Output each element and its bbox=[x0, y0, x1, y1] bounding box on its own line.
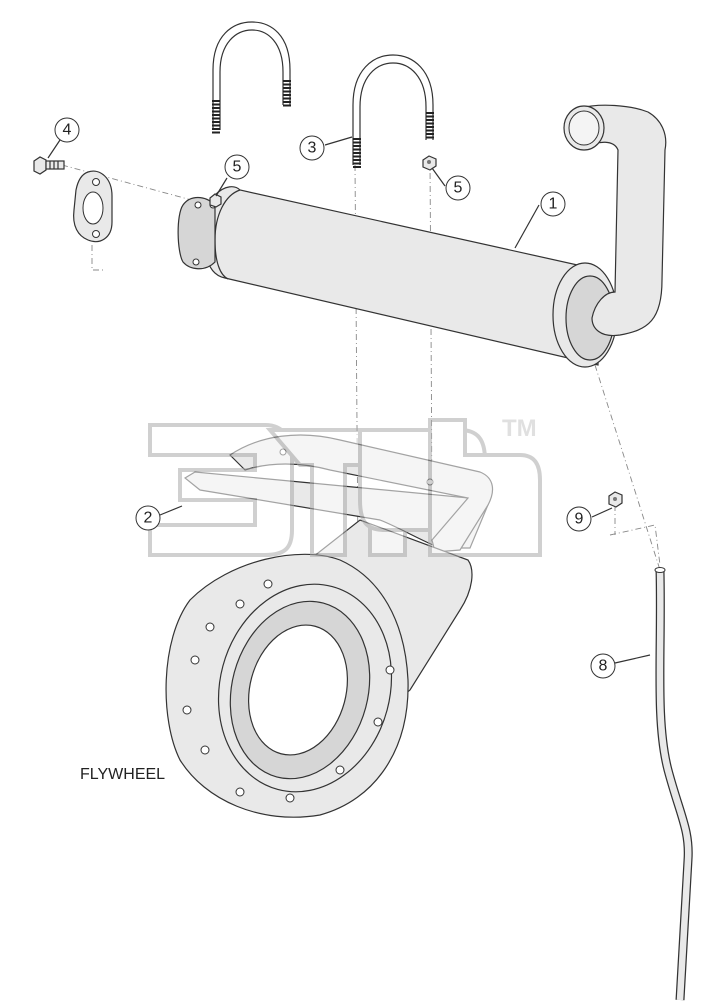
hex-nut-5-right bbox=[422, 155, 437, 171]
breather-tube bbox=[654, 567, 693, 1001]
callout-3: 3 bbox=[299, 135, 325, 161]
callout-4: 4 bbox=[54, 117, 80, 143]
bolt-4 bbox=[33, 156, 65, 175]
callout-9-label: 9 bbox=[575, 511, 584, 528]
callout-8-label: 8 bbox=[599, 658, 608, 675]
watermark: TM bbox=[148, 415, 542, 557]
callout-5-right: 5 bbox=[445, 175, 471, 201]
callout-8: 8 bbox=[590, 653, 616, 679]
watermark-tm: TM bbox=[502, 415, 537, 442]
callout-2-label: 2 bbox=[144, 510, 153, 527]
u-bolt-upper bbox=[212, 21, 291, 135]
u-bolt-3 bbox=[352, 54, 434, 168]
gasket bbox=[73, 170, 113, 243]
callout-5-left: 5 bbox=[224, 154, 250, 180]
hex-nut-5-left bbox=[209, 193, 222, 208]
callout-9: 9 bbox=[566, 506, 592, 532]
flywheel-label: FLYWHEEL bbox=[80, 766, 165, 783]
callout-5-left-label: 5 bbox=[233, 159, 242, 176]
callout-1: 1 bbox=[540, 191, 566, 217]
callout-3-label: 3 bbox=[308, 140, 317, 157]
callout-1-label: 1 bbox=[549, 196, 558, 213]
callout-2: 2 bbox=[135, 505, 161, 531]
muffler bbox=[177, 104, 667, 368]
callout-leaders bbox=[47, 136, 651, 664]
callout-5-right-label: 5 bbox=[454, 180, 463, 197]
callout-4-label: 4 bbox=[63, 122, 72, 139]
hex-nut-9 bbox=[608, 491, 623, 508]
flywheel-housing bbox=[165, 553, 409, 818]
